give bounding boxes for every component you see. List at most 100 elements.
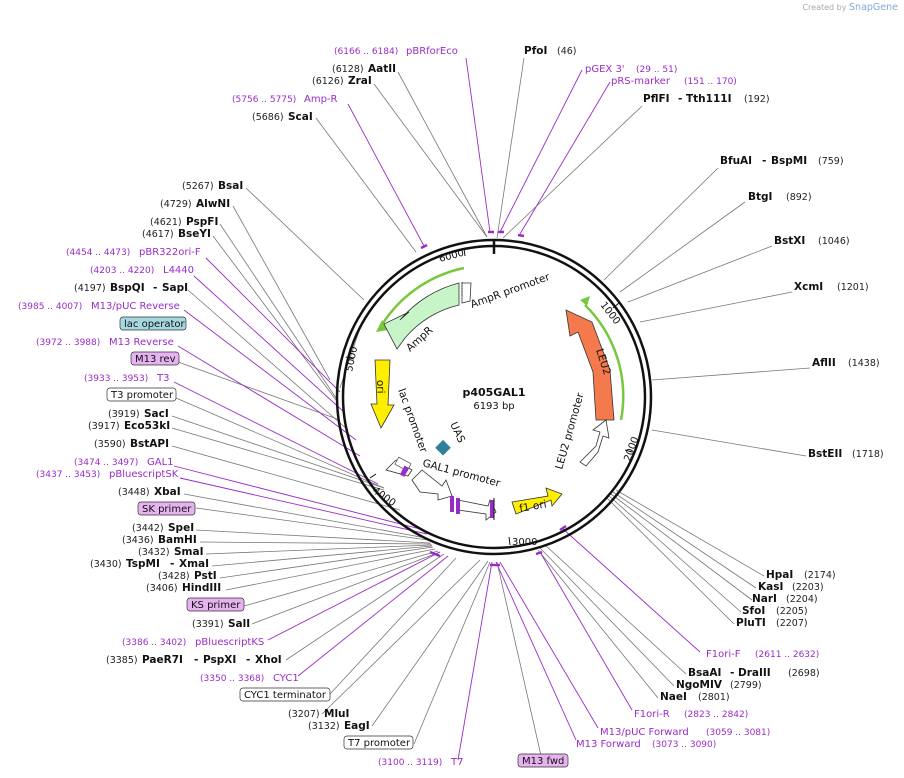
site-nari-pos: (2204) bbox=[786, 594, 818, 605]
site-sfoi: SfoI bbox=[742, 605, 765, 617]
primer-amp-r: Amp-R bbox=[304, 94, 338, 105]
svg-text:-: - bbox=[730, 667, 734, 679]
leu2-orf-arrow bbox=[580, 296, 590, 306]
site-bstapi: BstAPI bbox=[130, 438, 169, 450]
site-aflii-pos: (1438) bbox=[848, 358, 880, 369]
primer-pbluescriptks-pos: (3386 .. 3402) bbox=[122, 638, 186, 648]
site-hpai: HpaI bbox=[766, 569, 793, 581]
svg-text:-: - bbox=[170, 558, 174, 570]
site-pluti: PluTI bbox=[736, 617, 766, 629]
site-bspmi: BspMI bbox=[771, 155, 807, 167]
site-eagi-pos: (3132) bbox=[308, 721, 340, 732]
m13-rev-box[interactable] bbox=[130, 351, 180, 366]
site-hindiii-pos: (3406) bbox=[146, 583, 178, 594]
primer-l4440-pos: (4203 .. 4220) bbox=[90, 266, 154, 276]
site-alwni: AlwNI bbox=[196, 198, 230, 210]
site-alwni-pos: (4729) bbox=[160, 199, 192, 210]
site-tspmi-pos: (3430) bbox=[90, 559, 122, 570]
leu2-promoter-label: LEU2 promoter bbox=[553, 391, 586, 471]
leu2-orf-arc bbox=[584, 304, 625, 421]
site-mlui: MluI bbox=[324, 708, 349, 720]
primer-pbrforeco-pos: (6166 .. 6184) bbox=[334, 47, 398, 57]
primer-ticks bbox=[420, 230, 567, 567]
primer-m13puc-forward: M13/pUC Forward bbox=[600, 727, 689, 738]
primer-t3-pos: (3933 .. 3953) bbox=[84, 374, 148, 384]
uas-feature[interactable] bbox=[435, 439, 451, 456]
site-psti: PstI bbox=[194, 570, 217, 582]
site-bsteii-pos: (1718) bbox=[852, 449, 884, 460]
cyc1-terminator-label: CYC1 terminator bbox=[244, 690, 327, 701]
site-sapi: SapI bbox=[162, 282, 188, 294]
site-paer7i: PaeR7I bbox=[142, 654, 183, 666]
primer-f1ori-f: F1ori-F bbox=[706, 649, 741, 660]
site-xcmi: XcmI bbox=[794, 281, 823, 293]
ampr-feature[interactable] bbox=[383, 282, 460, 350]
primer-m13-reverse-pos: (3972 .. 3988) bbox=[36, 338, 100, 348]
primer-pbr322ori-f-pos: (4454 .. 4473) bbox=[66, 248, 130, 258]
site-eco53ki-pos: (3917) bbox=[88, 421, 120, 432]
t3-promoter-box[interactable] bbox=[106, 387, 177, 402]
f1-ori-feature[interactable] bbox=[511, 487, 563, 515]
site-zrai-pos: (6126) bbox=[312, 76, 344, 87]
primer-gal1: GAL1 bbox=[147, 457, 174, 468]
site-hindiii: HindIII bbox=[182, 582, 221, 594]
svg-text:-: - bbox=[194, 654, 198, 666]
site-bamhi: BamHI bbox=[158, 534, 197, 546]
site-eagi: EagI bbox=[344, 720, 370, 732]
site-pluti-pos: (2207) bbox=[776, 618, 808, 629]
primer-t3: T3 bbox=[156, 373, 169, 384]
uas-label: UAS bbox=[447, 420, 467, 445]
primer-m13puc-forward-pos: (3059 .. 3081) bbox=[706, 728, 770, 738]
site-naei: NaeI bbox=[660, 691, 687, 703]
t7-promoter-box[interactable] bbox=[343, 735, 414, 750]
primer-pgex3: pGEX 3' bbox=[585, 64, 625, 75]
svg-text:-: - bbox=[678, 93, 682, 105]
t7-promoter-label: T7 promoter bbox=[347, 738, 411, 749]
snapgene-logo: SnapGene bbox=[849, 2, 898, 13]
site-btgi-pos: (892) bbox=[786, 192, 812, 203]
site-pflfi-pos: (192) bbox=[744, 94, 770, 105]
site-bstxi-pos: (1046) bbox=[818, 236, 850, 247]
site-xbai-pos: (3448) bbox=[118, 487, 150, 498]
site-pspfi-pos: (4621) bbox=[150, 217, 182, 228]
site-bsai-pos: (5267) bbox=[182, 181, 214, 192]
primer-m13-forward-pos: (3073 .. 3090) bbox=[652, 740, 716, 750]
ampr-orf-arrow bbox=[376, 320, 388, 332]
svg-text:-: - bbox=[153, 282, 157, 294]
site-draiii: DraIII bbox=[738, 667, 771, 679]
mcs-cluster bbox=[394, 456, 495, 520]
site-xmai: XmaI bbox=[179, 558, 209, 570]
primer-lines bbox=[173, 57, 701, 761]
ks-primer-box[interactable] bbox=[186, 597, 245, 612]
primer-f1ori-f-pos: (2611 .. 2632) bbox=[755, 650, 819, 660]
ori-feature[interactable] bbox=[370, 359, 395, 429]
site-btgi: BtgI bbox=[748, 191, 772, 203]
ampr-orf-arc bbox=[378, 266, 465, 329]
site-pspxi: PspXI bbox=[203, 654, 236, 666]
leu2-promoter-feature[interactable] bbox=[579, 419, 610, 467]
tick-3000: 3000 bbox=[512, 537, 537, 548]
leu2-feature[interactable] bbox=[565, 309, 615, 421]
site-hpai-pos: (2174) bbox=[804, 570, 836, 581]
ks-primer-label: KS primer bbox=[191, 600, 241, 611]
m13-fwd-box[interactable] bbox=[517, 753, 569, 768]
primer-m13puc-reverse-pos: (3985 .. 4007) bbox=[18, 302, 82, 312]
lac-operator-box[interactable] bbox=[119, 316, 187, 331]
site-bspqi: BspQI bbox=[110, 282, 145, 294]
site-xhoi: XhoI bbox=[255, 654, 282, 666]
cyc1-terminator-box[interactable] bbox=[239, 687, 331, 702]
site-pfoi: PfoI bbox=[524, 45, 547, 57]
svg-text:-: - bbox=[762, 155, 766, 167]
primer-pbrforeco: pBRforEco bbox=[406, 46, 458, 57]
lac-operator-label: lac operator bbox=[124, 319, 185, 330]
primer-pbluescriptks: pBluescriptKS bbox=[195, 637, 264, 648]
ampr-promoter-feature[interactable] bbox=[461, 282, 472, 304]
site-spei: SpeI bbox=[168, 522, 194, 534]
primer-pbr322ori-f: pBR322ori-F bbox=[139, 247, 201, 258]
connector-lines bbox=[171, 57, 811, 761]
site-pflfi: PflFI bbox=[643, 93, 670, 105]
primer-pgex3-pos: (29 .. 51) bbox=[636, 65, 677, 75]
sk-primer-box[interactable] bbox=[137, 501, 196, 516]
site-xcmi-pos: (1201) bbox=[837, 282, 869, 293]
